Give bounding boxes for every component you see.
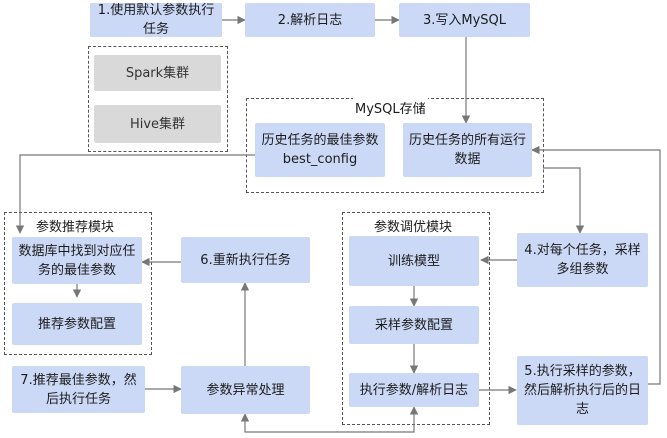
- cluster-group: [88, 46, 228, 152]
- step1-default-run: 1.使用默认参数执行任务: [90, 3, 222, 37]
- step3-write-mysql: 3.写入MySQL: [399, 3, 530, 37]
- arrow-allrun-to-n4: [543, 167, 585, 234]
- step2-parse-log: 2.解析日志: [245, 3, 375, 37]
- step7-recommend-run: 7.推荐最佳参数，然后执行任务: [12, 366, 145, 413]
- param-recommend-title: 参数推荐模块: [34, 216, 117, 235]
- find-best-params: 数据库中找到对应任务的最佳参数: [12, 237, 142, 284]
- best-config-store: 历史任务的最佳参数best_config: [255, 123, 385, 177]
- param-tuning-title: 参数调优模块: [372, 216, 455, 235]
- all-run-data-store: 历史任务的所有运行数据: [403, 123, 532, 177]
- spark-cluster: Spark集群: [94, 55, 221, 91]
- step4-sample-params: 4.对每个任务，采样多组参数: [517, 233, 648, 287]
- mysql-storage-title: MySQL存储: [353, 98, 428, 117]
- param-tuning-group: [342, 212, 490, 425]
- param-recommend-group: [4, 212, 152, 355]
- param-exception-handling: 参数异常处理: [181, 366, 310, 414]
- exec-and-parse-log: 执行参数/解析日志: [349, 373, 479, 407]
- step6-rerun-task: 6.重新执行任务: [181, 237, 310, 283]
- arrow-abnormal-exec-link: [240, 406, 419, 433]
- sample-param-config: 采样参数配置: [349, 306, 479, 344]
- hive-cluster: Hive集群: [94, 105, 221, 143]
- train-model: 训练模型: [349, 236, 479, 286]
- arrow-best-to-findbest: [15, 154, 255, 234]
- recommend-config: 推荐参数配置: [12, 303, 142, 345]
- step5-exec-sampled: 5.执行采样的参数，然后解析执行后的日志: [517, 356, 648, 425]
